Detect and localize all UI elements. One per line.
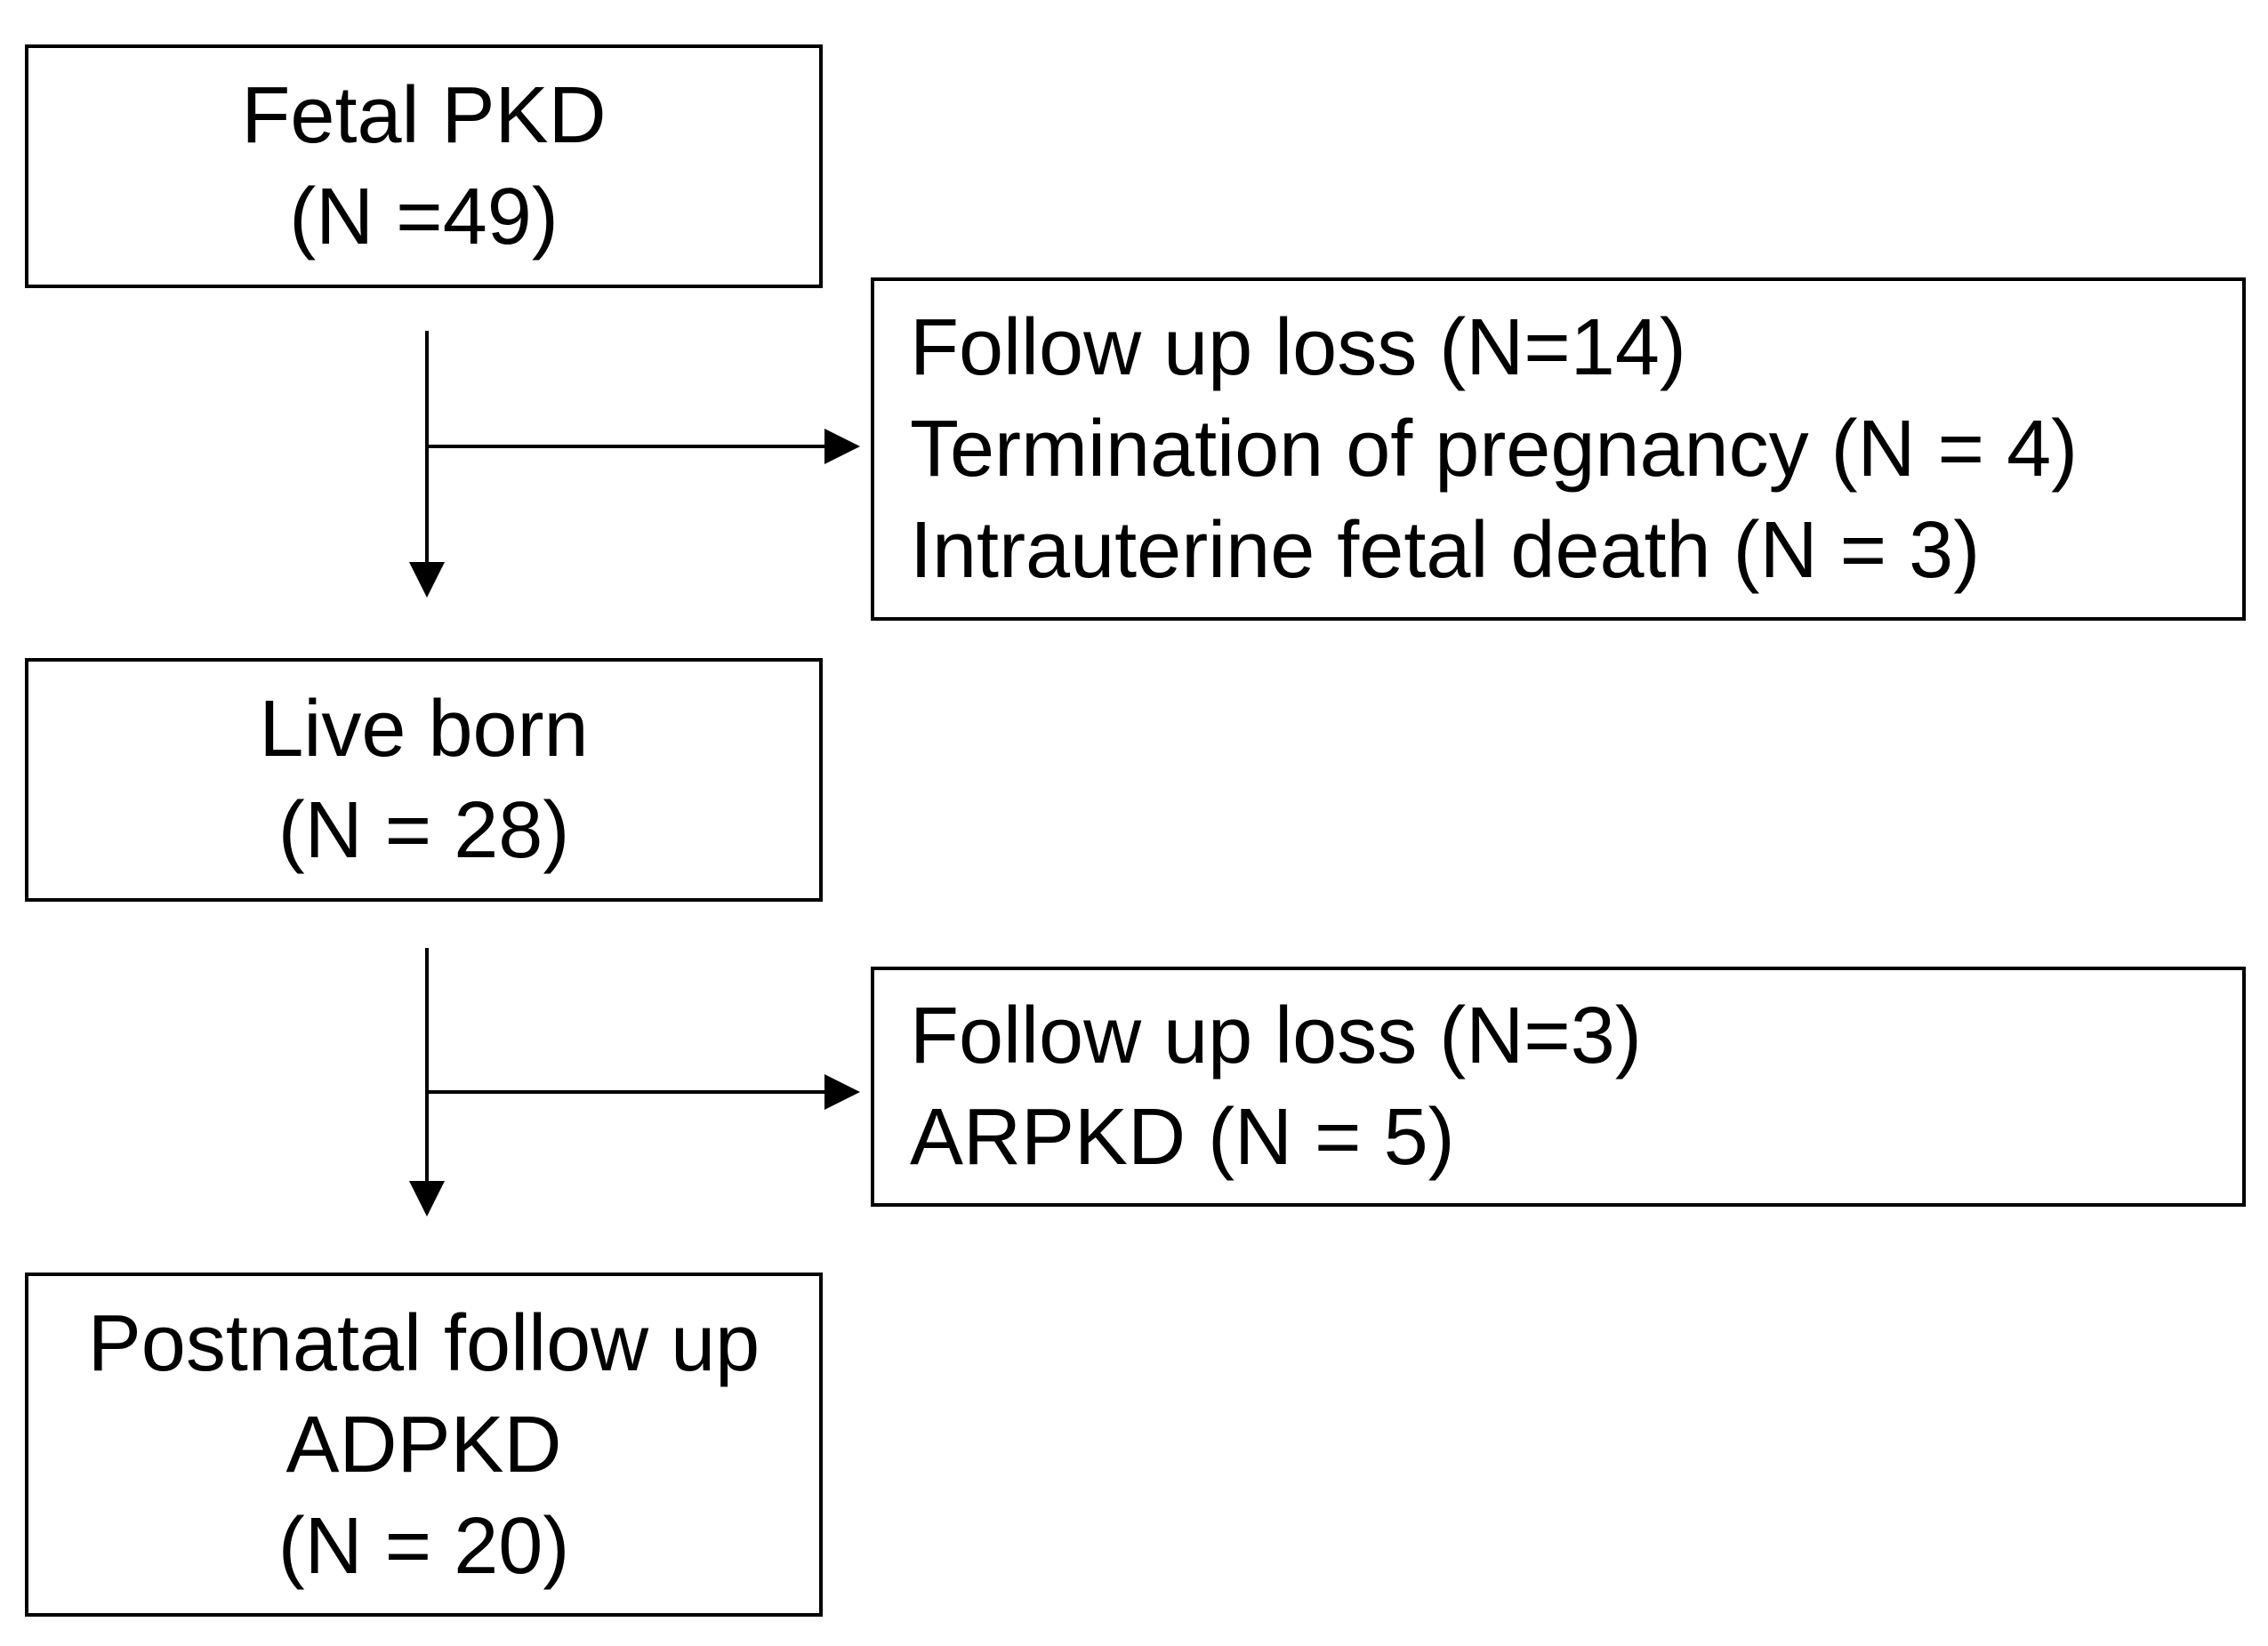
postnatal-group: ADPKD — [286, 1400, 562, 1489]
fetal-pkd-box: Fetal PKD (N =49) — [25, 44, 823, 288]
exclusion-1-fetal-death: Intrauterine fetal death (N = 3) — [910, 506, 1981, 595]
exclusion-2-arpkd: ARPKD (N = 5) — [910, 1093, 1455, 1182]
live-born-box: Live born (N = 28) — [25, 658, 823, 902]
postnatal-count: (N = 20) — [277, 1501, 570, 1591]
live-born-count: (N = 28) — [277, 786, 570, 875]
exclusion-box-2: Follow up loss (N=3) ARPKD (N = 5) — [871, 967, 2246, 1207]
postnatal-title: Postnatal follow up — [87, 1298, 760, 1388]
fetal-pkd-title: Fetal PKD — [241, 71, 607, 160]
postnatal-box: Postnatal follow up ADPKD (N = 20) — [25, 1273, 823, 1617]
exclusion-2-follow-up-loss: Follow up loss (N=3) — [910, 992, 1642, 1080]
exclusion-1-follow-up-loss: Follow up loss (N=14) — [910, 303, 1686, 392]
fetal-pkd-count: (N =49) — [289, 173, 559, 261]
live-born-title: Live born — [259, 685, 589, 774]
exclusion-1-termination: Termination of pregnancy (N = 4) — [910, 405, 2079, 494]
exclusion-box-1: Follow up loss (N=14) Termination of pre… — [871, 277, 2246, 621]
